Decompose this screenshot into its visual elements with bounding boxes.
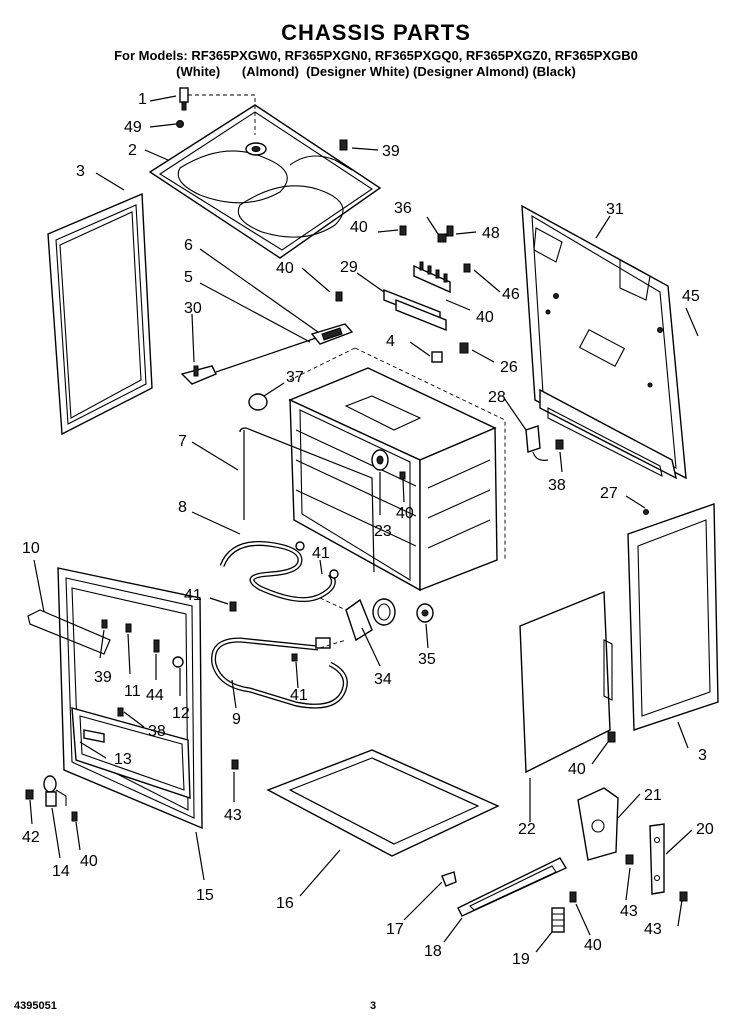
bracket-26 [431, 351, 443, 363]
callout-27: 27 [600, 485, 618, 502]
callout-5: 5 [184, 269, 193, 286]
callout-28: 28 [488, 389, 506, 406]
callout-22: 22 [518, 821, 536, 838]
callout-20: 20 [696, 821, 714, 838]
callout-40: 40 [476, 309, 494, 326]
right-side-panel [627, 503, 719, 731]
bake-element [211, 637, 348, 709]
hinge-parts [25, 775, 78, 822]
callout-40: 40 [350, 219, 368, 236]
anti-tip-bracket [577, 787, 634, 865]
callout-39: 39 [382, 143, 400, 160]
page-title: CHASSIS PARTS [281, 20, 471, 45]
callout-26: 26 [500, 359, 518, 376]
rear-panel [521, 204, 687, 480]
callout-40: 40 [80, 853, 98, 870]
terminal-bracket [335, 225, 471, 332]
callout-43: 43 [224, 807, 242, 824]
callout-41: 41 [312, 545, 330, 562]
callout-44: 44 [146, 687, 164, 704]
callout-36: 36 [394, 200, 412, 217]
callout-3: 3 [698, 747, 707, 764]
callout-12: 12 [172, 705, 190, 722]
callout-39: 39 [94, 669, 112, 686]
callout-10: 10 [22, 540, 40, 557]
hole-plug-37 [248, 393, 268, 411]
leader-lines [29, 95, 699, 953]
callout-40: 40 [568, 761, 586, 778]
callout-11: 11 [124, 683, 141, 700]
oven-light-housing [319, 597, 434, 649]
callout-40: 40 [584, 937, 602, 954]
screw-1 [179, 87, 189, 111]
screw-45 [459, 342, 469, 354]
callout-29: 29 [340, 259, 358, 276]
oven-cavity [288, 347, 506, 592]
callout-7: 7 [178, 433, 187, 450]
callout-4: 4 [386, 333, 395, 350]
callout-13: 13 [114, 751, 132, 768]
callout-42: 42 [22, 829, 40, 846]
document-number: 4395051 [14, 1000, 57, 1012]
drawer-back-panel [519, 590, 616, 774]
callout-40: 40 [396, 505, 414, 522]
callout-19: 19 [512, 951, 530, 968]
model-list: For Models: RF365PXGW0, RF365PXGN0, RF36… [114, 48, 638, 63]
callout-46: 46 [502, 286, 520, 303]
callout-3: 3 [76, 163, 85, 180]
page-number: 3 [370, 1000, 377, 1012]
screw-49 [176, 120, 184, 128]
callout-37: 37 [286, 369, 304, 386]
callout-23: 23 [374, 523, 392, 540]
callout-35: 35 [418, 651, 436, 668]
callout-38: 38 [548, 477, 566, 494]
callout-43: 43 [644, 921, 662, 938]
callout-14: 14 [52, 863, 70, 880]
callout-41: 41 [290, 687, 308, 704]
callout-15: 15 [196, 887, 214, 904]
callout-31: 31 [606, 201, 624, 218]
bracket-20 [649, 823, 688, 902]
drawer-rail [441, 857, 577, 933]
callout-18: 18 [424, 943, 442, 960]
callout-38: 38 [148, 723, 166, 740]
callout-16: 16 [276, 895, 294, 912]
callout-40: 40 [276, 260, 294, 277]
callout-6: 6 [184, 237, 193, 254]
callout-30: 30 [184, 300, 202, 317]
door-gasket-10 [27, 609, 111, 655]
callout-1: 1 [138, 91, 147, 108]
color-variants: (White) (Almond) (Designer White) (Desig… [176, 64, 576, 79]
callout-8: 8 [178, 499, 187, 516]
callout-2: 2 [128, 142, 137, 159]
bracket-28 [525, 425, 564, 461]
screw-39-top [339, 139, 348, 151]
callout-45: 45 [682, 288, 700, 305]
broil-element [219, 540, 339, 612]
gasket-7 [239, 427, 375, 573]
door-latch [180, 323, 354, 385]
callout-43: 43 [620, 903, 638, 920]
callout-34: 34 [374, 671, 392, 688]
callout-48: 48 [482, 225, 500, 242]
storage-drawer [266, 749, 500, 857]
callout-21: 21 [644, 787, 662, 804]
cooktop-panel [148, 104, 382, 259]
callout-17: 17 [386, 921, 404, 938]
left-side-panel [47, 192, 153, 436]
callout-9: 9 [232, 711, 241, 728]
callout-49: 49 [124, 119, 142, 136]
callout-41: 41 [184, 587, 202, 604]
